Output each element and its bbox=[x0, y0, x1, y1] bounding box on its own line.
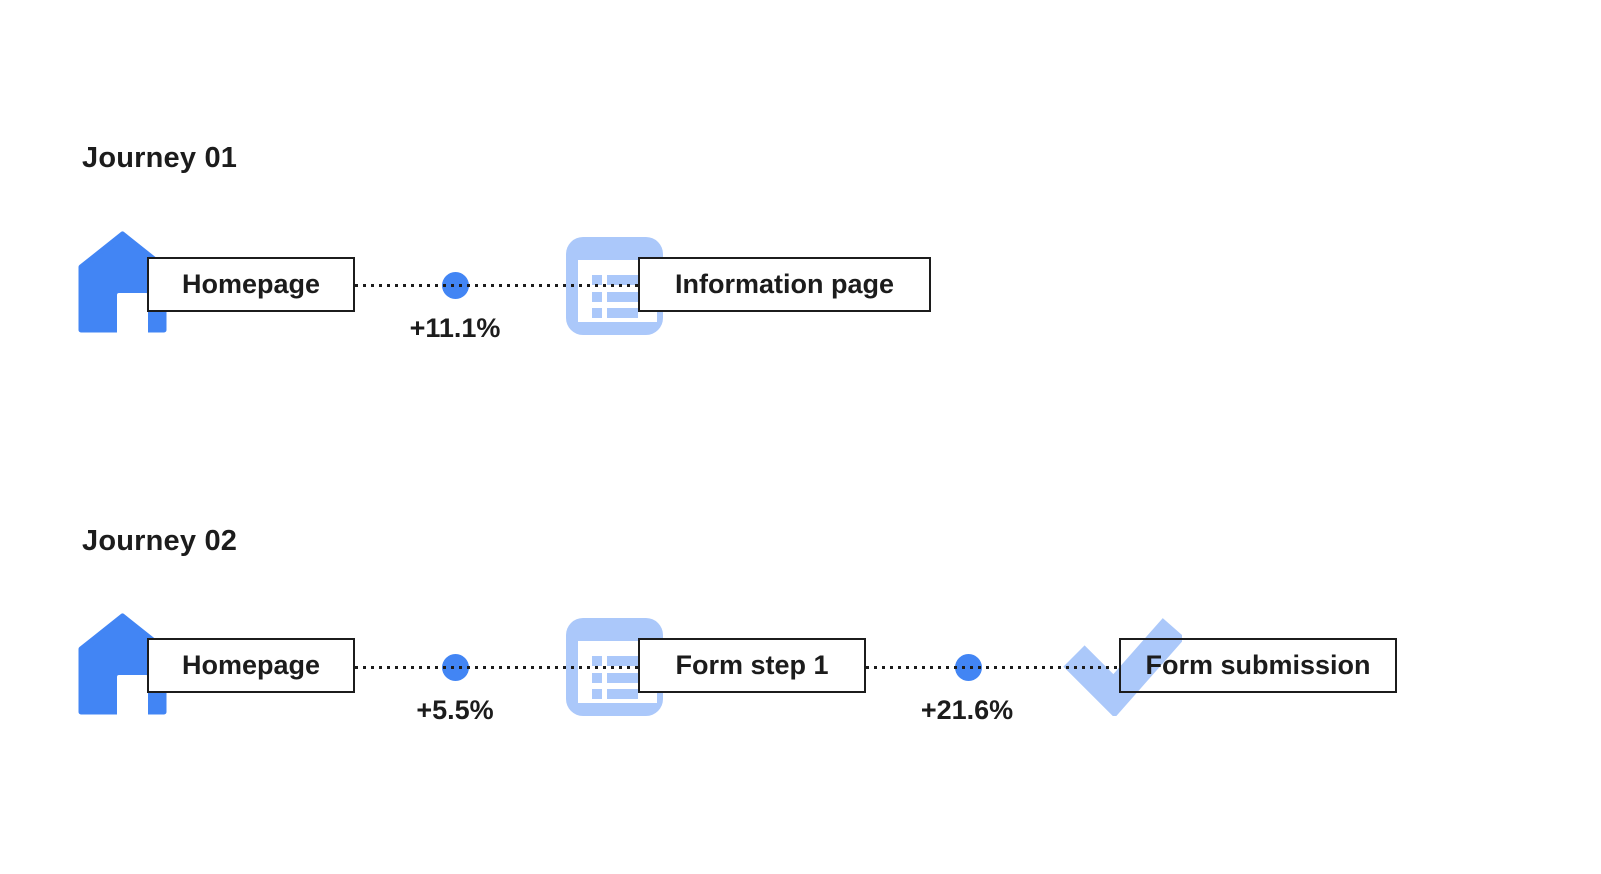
home-icon bbox=[78, 613, 167, 715]
home-icon bbox=[78, 231, 167, 333]
checkmark-icon bbox=[1063, 618, 1182, 716]
flow-connector bbox=[355, 284, 638, 287]
transition-delta: +21.6% bbox=[920, 695, 1014, 725]
transition-delta: +11.1% bbox=[409, 313, 501, 343]
step-label: Information page bbox=[674, 269, 894, 299]
journey-1-title: Journey 01 bbox=[82, 142, 238, 174]
step-label-box-form-step-1: Form step 1 bbox=[638, 638, 866, 693]
flow-connector bbox=[866, 666, 1119, 669]
step-label-box-homepage: Homepage bbox=[147, 257, 355, 312]
step-label-box-information-page: Information page bbox=[638, 257, 931, 312]
step-label: Form submission bbox=[1145, 650, 1371, 680]
journey-2-title: Journey 02 bbox=[82, 525, 238, 557]
step-label: Homepage bbox=[181, 650, 321, 680]
step-label: Homepage bbox=[181, 269, 321, 299]
flow-connector bbox=[355, 666, 638, 669]
step-label-box-homepage: Homepage bbox=[147, 638, 355, 693]
transition-delta: +5.5% bbox=[416, 695, 494, 725]
step-label: Form step 1 bbox=[675, 650, 829, 680]
step-label-box-form-submission: Form submission bbox=[1119, 638, 1397, 693]
